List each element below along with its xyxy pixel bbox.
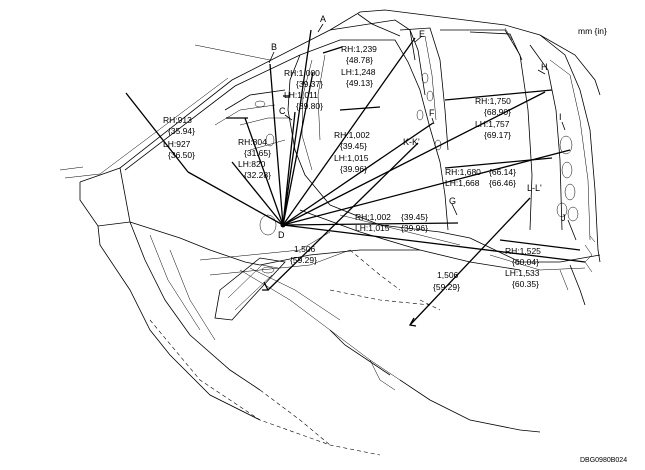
dimension-i: RH:1,680 {66.14} LH:1,668 {66.46}: [445, 167, 516, 188]
dimension-c: RH:804 {31.65} LH:820 {32.28}: [238, 137, 271, 180]
dimension-h-lh: LH:1,757: [475, 119, 510, 129]
units-label: mm {in}: [578, 26, 607, 36]
dimension-b-rh-in: {39.37}: [296, 79, 323, 89]
dimension-c-rh: RH:804: [238, 137, 267, 147]
dimension-j-lh-in: {60.35}: [512, 279, 539, 289]
dimension-f-lh-in: {39.96}: [340, 164, 367, 174]
point-label-f: F: [429, 108, 435, 118]
diagram-code: DBG0980B024: [580, 457, 627, 464]
dimension-kk-mm: 1,506: [294, 244, 316, 254]
dimension-a-lh-in: {49.13}: [346, 78, 373, 88]
dimension-b-lh: LH:1,011: [284, 90, 318, 100]
point-label-i: I: [559, 112, 562, 122]
dimension-h-rh-in: {68.90}: [484, 107, 511, 117]
dimension-lines: [125, 29, 586, 327]
dimension-a-rh: RH:1,239: [341, 44, 377, 54]
dimension-i-lh-in: {66.46}: [489, 178, 516, 188]
dimension-j: RH:1,525 {60.04} LH:1,533 {60.35}: [505, 246, 541, 289]
dimension-side-rh: RH:913: [163, 115, 192, 125]
dimension-j-lh: LH:1,533: [505, 268, 540, 278]
dimension-side: RH:913 {35.94} LH:927 {36.50}: [163, 115, 195, 160]
section-label-ll: L-L': [527, 183, 542, 193]
dimension-h-lh-in: {69.17}: [484, 130, 511, 140]
dimension-side-lh: LH:927: [163, 139, 191, 149]
dimension-g-lh-in: {39.96}: [401, 223, 428, 233]
dimension-side-rh-in: {35.94}: [168, 126, 195, 136]
dimension-j-rh-in: {60.04}: [512, 257, 539, 267]
dimension-a-rh-in: {48.78}: [346, 55, 373, 65]
dimension-b: RH:1,000 {39.37} LH:1,011 {39.80}: [284, 68, 323, 111]
dimension-g: RH:1,002 {39.45} LH:1,015 {39.96}: [355, 212, 428, 233]
dimension-a-lh: LH:1,248: [341, 67, 376, 77]
dimension-i-rh-in: {66.14}: [489, 167, 516, 177]
dimension-texts: RH:1,239 {48.78} LH:1,248 {49.13} RH:1,0…: [163, 44, 541, 292]
dimension-ll: 1,506 {59.29}: [433, 270, 460, 292]
dimension-ll-in: {59.29}: [433, 282, 460, 292]
dimension-f-rh: RH:1,002: [334, 130, 370, 140]
point-label-c: C: [279, 106, 286, 116]
dimension-i-lh: LH:1,668: [445, 178, 480, 188]
dimension-g-rh-in: {39.45}: [401, 212, 428, 222]
section-label-kk: K-K': [403, 137, 420, 147]
dimension-c-rh-in: {31.65}: [244, 148, 271, 158]
dimension-h-rh: RH:1,750: [475, 96, 511, 106]
dimension-f-lh: LH:1,015: [334, 153, 369, 163]
dimension-b-lh-in: {39.80}: [296, 101, 323, 111]
vehicle-body-outline: [59, 9, 601, 456]
dimension-kk: 1,506 {59.29}: [290, 244, 317, 265]
point-label-d: D: [278, 230, 285, 240]
point-label-b: B: [271, 42, 277, 52]
point-leaders: [268, 23, 577, 241]
point-labels: A B C D E F G H I J K-K' L-L': [271, 14, 566, 240]
point-label-a: A: [320, 14, 326, 24]
dimension-g-rh: RH:1,002: [355, 212, 391, 222]
point-label-e: E: [419, 29, 425, 39]
dimension-g-lh: LH:1,015: [355, 223, 390, 233]
dimension-kk-in: {59.29}: [290, 255, 317, 265]
point-label-j: J: [561, 213, 566, 223]
dimension-c-lh: LH:820: [238, 159, 266, 169]
dimension-i-rh: RH:1,680: [445, 167, 481, 177]
point-label-h: H: [541, 62, 548, 72]
dimension-f-rh-in: {39.45}: [340, 141, 367, 151]
dimension-h: RH:1,750 {68.90} LH:1,757 {69.17}: [475, 96, 511, 140]
dimension-f: RH:1,002 {39.45} LH:1,015 {39.96}: [334, 130, 370, 174]
dimension-side-lh-in: {36.50}: [168, 150, 195, 160]
dimension-a: RH:1,239 {48.78} LH:1,248 {49.13}: [341, 44, 377, 88]
point-label-g: G: [449, 196, 456, 206]
dimension-ll-mm: 1,506: [437, 270, 459, 280]
dimension-j-rh: RH:1,525: [505, 246, 541, 256]
dimension-b-rh: RH:1,000: [284, 68, 320, 78]
dimension-c-lh-in: {32.28}: [244, 170, 271, 180]
